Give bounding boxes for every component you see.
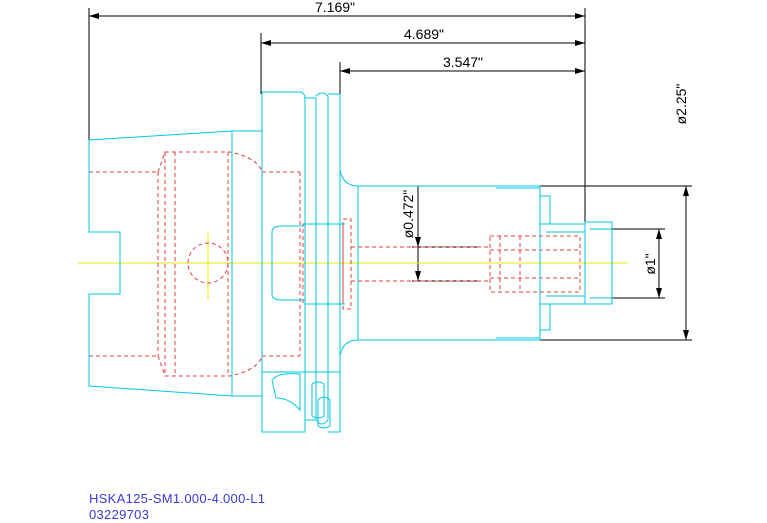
pilot-diameter-label: ø1": [642, 253, 658, 274]
overall-length-label: 7.169": [315, 0, 355, 15]
dimension-lines: [88, 8, 692, 341]
serial-number-label: 03229703: [89, 507, 150, 522]
body-length-label: 3.547": [443, 54, 483, 70]
body-diameter-label: ø2.25": [673, 84, 689, 125]
centerline: [78, 232, 628, 300]
bore-diameter-label: ø0.472": [400, 190, 416, 239]
tool-outline: [88, 91, 613, 433]
dimension-arrows: [89, 13, 689, 340]
flange-to-end-label: 4.689": [404, 26, 444, 42]
hidden-lines: [89, 151, 581, 377]
part-number-label: HSKA125-SM1.000-4.000-L1: [89, 491, 266, 506]
